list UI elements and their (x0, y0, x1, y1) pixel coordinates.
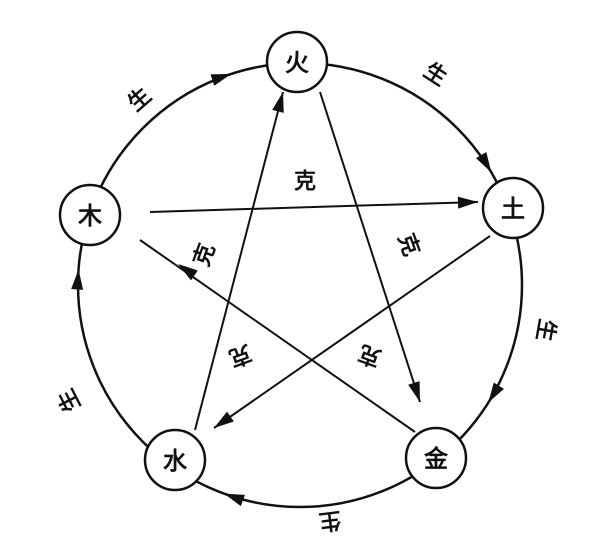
element-node-wood: 木 (58, 183, 122, 247)
overcoming-label: 克 (189, 240, 221, 270)
element-node-earth: 土 (481, 176, 545, 240)
generating-arrow-icon (210, 73, 232, 86)
overcoming-arrow-icon (214, 411, 234, 428)
generating-arrow-icon (71, 269, 84, 290)
overcoming-line (139, 239, 416, 433)
overcoming-label: 克 (392, 230, 424, 260)
overcoming-arrow-icon (272, 92, 284, 113)
element-label: 火 (285, 49, 309, 77)
generating-label: 生 (54, 385, 86, 416)
generating-label: 生 (318, 506, 343, 533)
generating-arrow-icon (475, 152, 492, 173)
element-label: 土 (501, 195, 525, 223)
element-node-fire: 火 (265, 30, 329, 94)
element-label: 木 (77, 202, 103, 230)
generating-arrow-icon (488, 382, 504, 403)
generating-label: 生 (419, 59, 451, 92)
generating-arrow-icon (224, 493, 245, 507)
overcoming-label: 克 (294, 169, 316, 195)
generating-label: 生 (123, 83, 156, 116)
overcoming-line (213, 235, 491, 429)
overcoming-label: 克 (355, 339, 385, 371)
overcoming-arrow-icon (178, 264, 198, 281)
overcoming-arrow-icon (408, 381, 420, 402)
overcoming-arrow-icon (457, 196, 478, 209)
element-node-water: 水 (143, 428, 207, 492)
generating-label: 生 (531, 317, 559, 343)
element-node-metal: 金 (404, 426, 468, 490)
element-label: 金 (423, 445, 449, 473)
overcoming-label: 克 (225, 339, 255, 371)
overcoming-line (194, 91, 284, 431)
overcoming-line (319, 91, 421, 403)
overcoming-line (149, 201, 479, 213)
element-label: 水 (163, 447, 188, 475)
